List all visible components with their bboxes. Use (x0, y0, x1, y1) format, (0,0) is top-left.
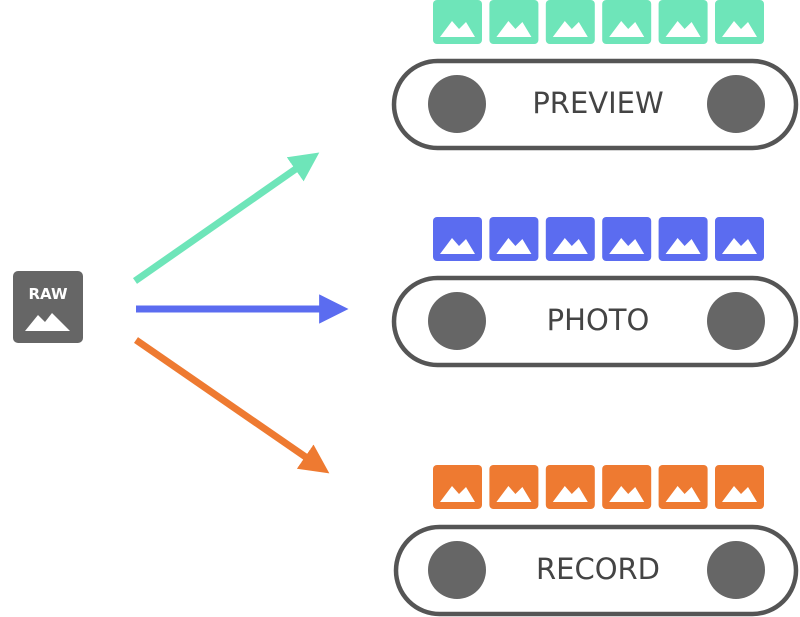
frame-mountains (440, 21, 475, 37)
image-frame-icon (602, 217, 652, 261)
raw-label: RAW (28, 285, 67, 303)
raw-icon-background (13, 271, 83, 343)
frame-background (489, 0, 539, 44)
frame-background (602, 0, 652, 44)
arrow-to-preview (132, 152, 320, 284)
raw-icon-mountains (25, 313, 70, 331)
frame-mountains (609, 486, 645, 502)
image-frame-icon (433, 0, 482, 44)
frame-mountains (440, 238, 475, 254)
frame-mountains (552, 486, 588, 502)
belt-roller-left (428, 541, 486, 599)
frame-background (658, 217, 708, 261)
frame-background (602, 217, 652, 261)
image-frame-icon (715, 217, 764, 261)
frame-background (545, 465, 595, 509)
frame-row (433, 0, 764, 44)
frame-background (489, 217, 539, 261)
frame-background (658, 465, 708, 509)
pipeline-photo: PHOTO (391, 217, 799, 368)
frame-mountains (722, 238, 757, 254)
frame-background (715, 465, 764, 509)
conveyor-belt (391, 58, 799, 151)
frame-background (489, 465, 539, 509)
image-frame-icon (658, 217, 708, 261)
frame-background (715, 217, 764, 261)
frame-mountains (665, 486, 701, 502)
frame-mountains (552, 238, 588, 254)
frame-mountains (440, 486, 475, 502)
frame-mountains (722, 486, 757, 502)
image-frame-icon (602, 0, 652, 44)
image-frame-icon (715, 465, 764, 509)
pipeline-label: RECORD (536, 552, 660, 586)
image-frame-icon (545, 465, 595, 509)
image-frame-icon (545, 0, 595, 44)
frame-mountains (496, 21, 532, 37)
frame-mountains (496, 238, 532, 254)
frame-row (433, 465, 764, 509)
frame-mountains (609, 21, 645, 37)
pipeline-label: PHOTO (547, 303, 650, 337)
image-frame-icon (715, 0, 764, 44)
image-frame-icon (658, 465, 708, 509)
belt-roller-right (707, 541, 765, 599)
frame-background (545, 217, 595, 261)
frame-mountains (665, 21, 701, 37)
image-frame-icon (433, 465, 482, 509)
frame-mountains (552, 21, 588, 37)
raw-image-icon: RAW (13, 271, 83, 343)
belt-roller-left (428, 292, 486, 350)
frame-background (545, 0, 595, 44)
image-frame-icon (658, 0, 708, 44)
belt-roller-left (428, 75, 486, 133)
pipeline-record: RECORD (393, 465, 799, 617)
image-frame-icon (489, 0, 539, 44)
frame-background (433, 465, 482, 509)
conveyor-belt (393, 524, 799, 617)
frame-background (602, 465, 652, 509)
pipeline-label: PREVIEW (532, 86, 663, 120)
image-frame-icon (489, 465, 539, 509)
frame-background (433, 217, 482, 261)
belt-roller-right (707, 75, 765, 133)
frame-background (715, 0, 764, 44)
frame-mountains (722, 21, 757, 37)
frame-mountains (496, 486, 532, 502)
frame-background (433, 0, 482, 44)
frame-row (433, 217, 764, 261)
belt-roller-right (707, 292, 765, 350)
image-frame-icon (602, 465, 652, 509)
image-frame-icon (433, 217, 482, 261)
frame-mountains (609, 238, 645, 254)
conveyor-belt (391, 275, 799, 368)
arrow-to-record (134, 337, 330, 474)
frame-mountains (665, 238, 701, 254)
pipeline-preview: PREVIEW (391, 0, 799, 151)
image-frame-icon (489, 217, 539, 261)
image-frame-icon (545, 217, 595, 261)
frame-background (658, 0, 708, 44)
